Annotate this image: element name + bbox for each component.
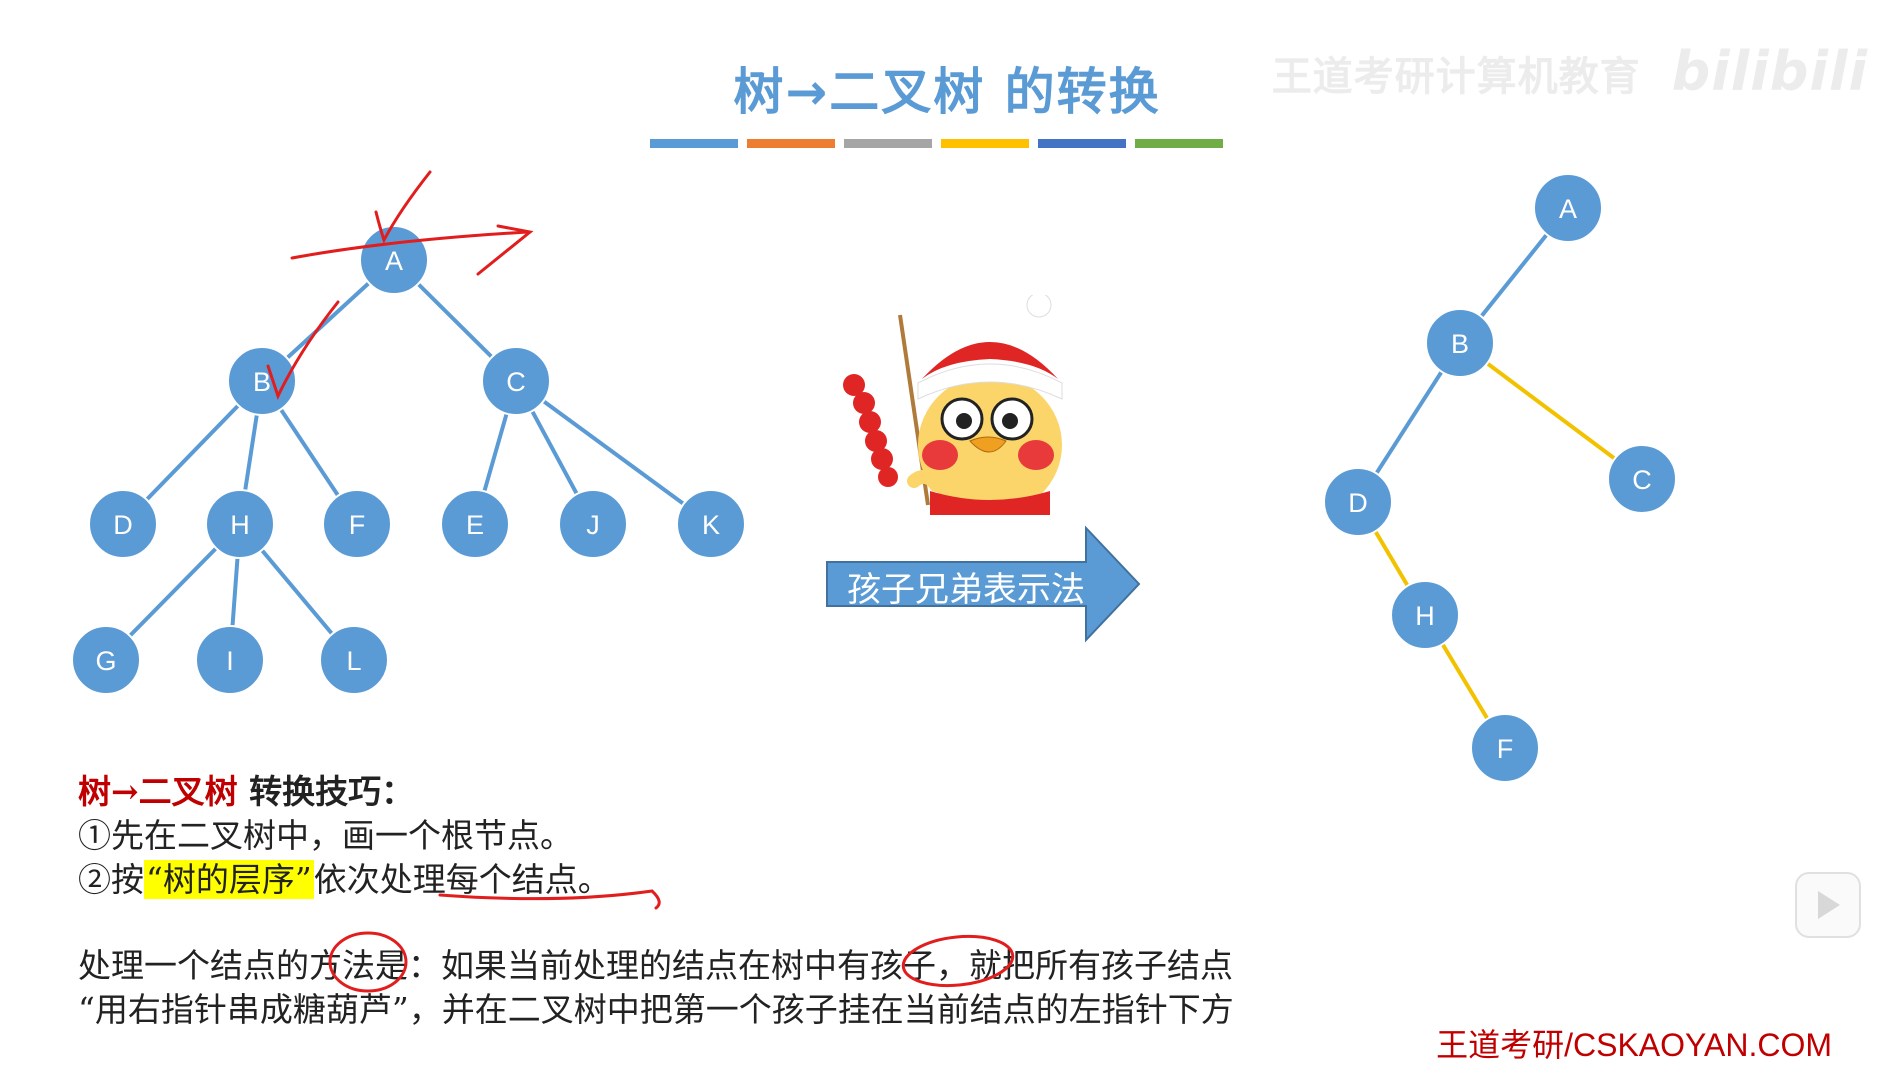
left-tree-node-J (558, 489, 628, 559)
left-tree-node-C (481, 346, 551, 416)
right-tree: A B C D H F (1323, 173, 1677, 783)
conversion-tips: 树→二叉树 转换技巧： ①先在二叉树中，画一个根节点。 ②按“树的层序”依次处理… (78, 770, 1234, 1032)
right-tree-node-label-D: D (1348, 488, 1368, 518)
left-tree-node-I (195, 625, 265, 695)
tips-step-2-highlight: “树的层序” (144, 860, 314, 899)
watermark: 王道考研计算机教育 bilibili (1272, 40, 1868, 103)
right-tree-node-C (1607, 444, 1677, 514)
left-tree-node-E (440, 489, 510, 559)
page-title: 树→二叉树 的转换 (733, 63, 1161, 121)
left-tree: A B C D H F E J K G I L (71, 225, 746, 695)
right-tree-node-H (1390, 580, 1460, 650)
tips-method-line-2: “用右指针串成糖葫芦”，并在二叉树中把第一个孩子挂在当前结点的左指针下方 (78, 990, 1234, 1029)
color-bar-segment (844, 139, 932, 148)
left-tree-node-label-H: H (230, 510, 250, 540)
left-tree-node-label-L: L (346, 646, 361, 676)
left-tree-node-label-F: F (349, 510, 366, 540)
chick-icon (907, 295, 1063, 515)
tips-heading-rest: 转换技巧： (237, 772, 415, 811)
color-bar-segment (650, 139, 738, 148)
color-bar-segment (1135, 139, 1223, 148)
left-tree-node-label-I: I (226, 646, 234, 676)
right-tree-node-label-C: C (1632, 465, 1652, 495)
watermark-text: 王道考研计算机教育 (1271, 54, 1641, 100)
left-tree-edge-C-K (514, 379, 713, 526)
tips-heading-red: 树→二叉树 (78, 772, 238, 811)
tips-step-2-post: 依次处理每个结点。 (313, 860, 611, 899)
left-tree-node-G (71, 625, 141, 695)
left-tree-node-label-K: K (702, 510, 720, 540)
left-tree-node-label-G: G (95, 646, 116, 676)
left-tree-node-label-B: B (253, 367, 271, 397)
left-tree-node-label-J: J (586, 510, 600, 540)
tips-method-line-1: 处理一个结点的方法是：如果当前处理的结点在树中有孩子，就把所有孩子结点 (78, 946, 1233, 985)
left-tree-node-label-A: A (385, 246, 403, 276)
left-tree-node-K (676, 489, 746, 559)
mascot-illustration (843, 295, 1063, 515)
conversion-arrow (826, 525, 1141, 643)
right-tree-node-D (1323, 467, 1393, 537)
candy-skewer-icon (843, 314, 930, 506)
right-tree-node-label-A: A (1559, 194, 1577, 224)
play-button[interactable] (1795, 872, 1861, 938)
arrow-label: 孩子兄弟表示法 (847, 570, 1085, 610)
play-icon (1818, 891, 1840, 919)
color-bar-segment (1038, 139, 1126, 148)
color-bar-segment (941, 139, 1029, 148)
right-tree-node-A (1533, 173, 1603, 243)
left-tree-node-H (205, 489, 275, 559)
left-tree-node-L (319, 625, 389, 695)
right-tree-node-F (1470, 713, 1540, 783)
right-tree-node-label-B: B (1451, 329, 1469, 359)
color-bar-segment (747, 139, 835, 148)
bilibili-logo: bilibili (1671, 40, 1868, 103)
left-tree-node-label-D: D (113, 510, 133, 540)
left-tree-node-F (322, 489, 392, 559)
tips-step-2: ②按“树的层序”依次处理每个结点。 (78, 858, 1234, 902)
left-tree-node-D (88, 489, 158, 559)
left-tree-node-label-C: C (506, 367, 526, 397)
footer-brand: 王道考研/CSKAOYAN.COM (1436, 1027, 1832, 1063)
left-tree-node-label-E: E (466, 510, 484, 540)
right-tree-edge-B-C (1458, 341, 1644, 481)
right-tree-node-B (1425, 308, 1495, 378)
tips-step-2-pre: ②按 (78, 860, 144, 899)
right-tree-node-label-H: H (1415, 601, 1435, 631)
tips-step-1: ①先在二叉树中，画一个根节点。 (78, 816, 573, 855)
tips-heading: 树→二叉树 转换技巧： (78, 770, 1234, 814)
right-tree-node-label-F: F (1497, 734, 1514, 764)
